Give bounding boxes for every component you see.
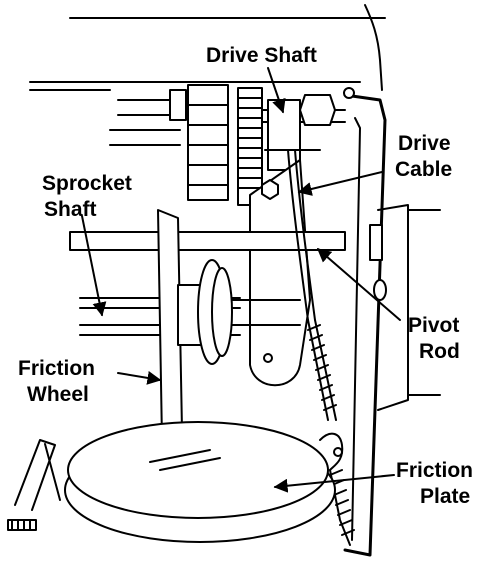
pivot-rod xyxy=(69,231,346,251)
friction-wheel-arrow xyxy=(117,371,162,385)
label-drive-shaft: Drive Shaft xyxy=(206,44,317,67)
friction-wheel-assembly xyxy=(157,209,301,441)
labels: Drive Shaft Drive Cable Sprocket Shaft P… xyxy=(18,44,473,508)
drive-cable-arrow xyxy=(297,171,383,196)
label-friction-wheel-line2: Wheel xyxy=(27,383,89,406)
friction-plate-arrow xyxy=(273,474,395,493)
right-frame xyxy=(319,87,441,557)
label-sprocket-shaft-line1: Sprocket xyxy=(42,172,132,195)
sprocket-gear xyxy=(169,84,346,206)
label-friction-plate-line1: Friction xyxy=(396,459,473,482)
label-sprocket-shaft-line2: Shaft xyxy=(44,198,97,221)
drive-shaft-arrow xyxy=(267,67,286,114)
label-drive-cable-line1: Drive xyxy=(398,132,451,155)
sprocket-shaft-arrow xyxy=(81,215,107,317)
label-pivot-rod-line2: Rod xyxy=(419,340,460,363)
upper-housing xyxy=(29,4,386,91)
leader-arrows xyxy=(81,67,401,493)
pivot-rod-arrow xyxy=(316,248,401,321)
label-drive-cable-line2: Cable xyxy=(395,158,452,181)
left-bracket xyxy=(7,439,61,531)
label-friction-plate-line2: Plate xyxy=(420,485,470,508)
friction-plate xyxy=(64,421,336,543)
label-pivot-rod-line1: Pivot xyxy=(408,314,459,337)
label-friction-wheel-line1: Friction xyxy=(18,357,95,380)
